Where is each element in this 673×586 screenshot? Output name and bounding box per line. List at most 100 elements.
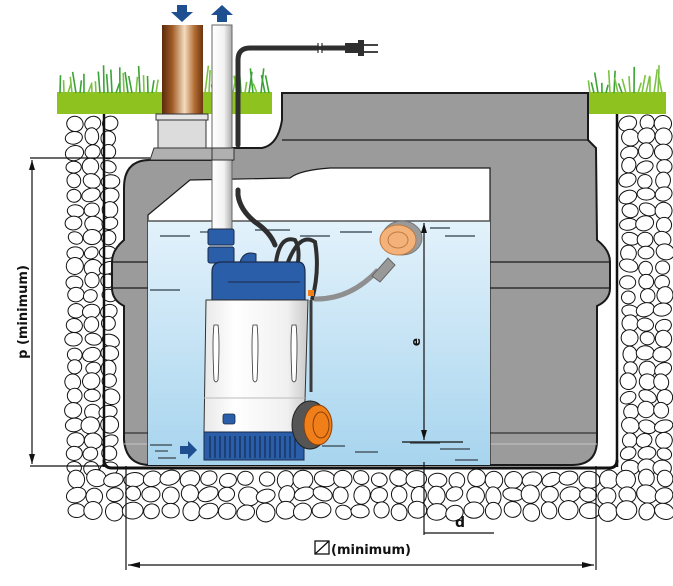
- gravel-stone: [66, 188, 82, 203]
- gravel-stone: [141, 486, 161, 503]
- grass-blade: [71, 71, 77, 94]
- gravel-stone: [123, 472, 145, 488]
- grass-blade: [593, 72, 599, 94]
- gravel-stone: [638, 273, 655, 290]
- grass-blade: [657, 76, 663, 94]
- grass-blade: [105, 74, 109, 94]
- gravel-stone: [619, 275, 637, 290]
- arrow-up-icon: [211, 5, 233, 22]
- gravel-stone: [618, 172, 637, 188]
- pit-floor: [102, 459, 619, 470]
- gravel-stone: [64, 332, 83, 347]
- gravel-stone: [654, 329, 673, 348]
- grass-blade: [605, 84, 609, 94]
- dimension-width: [125, 466, 597, 570]
- gravel-stone: [217, 486, 236, 502]
- grass-blade: [97, 71, 101, 94]
- gravel-stone: [597, 502, 618, 522]
- grass-blade: [249, 68, 254, 94]
- gravel-stone: [579, 502, 601, 520]
- gravel-left: [64, 115, 121, 477]
- gravel-stone: [143, 503, 160, 520]
- grass-blade: [244, 81, 248, 94]
- gravel-stone: [353, 470, 370, 485]
- gravel-stone: [620, 329, 639, 347]
- gravel-stone: [66, 387, 83, 404]
- gravel-stone: [653, 419, 673, 434]
- gravel-stone: [484, 501, 502, 520]
- gravel-stone: [101, 373, 117, 388]
- gravel-stone: [636, 187, 656, 201]
- gravel-stone: [578, 470, 601, 489]
- grass-blade: [124, 71, 129, 94]
- gravel-stone: [65, 317, 83, 334]
- gravel-stone: [200, 470, 218, 486]
- gravel-stone: [83, 388, 101, 402]
- grass-blade: [94, 81, 97, 94]
- gravel-stone: [638, 502, 656, 521]
- pump: [203, 228, 319, 461]
- label-d: d: [455, 515, 465, 531]
- gravel-stone: [463, 501, 485, 519]
- grass-blade: [69, 76, 73, 94]
- gravel-stone: [427, 472, 448, 488]
- gravel-stone: [67, 359, 83, 375]
- plug-icon: [345, 40, 378, 56]
- grass-blade: [590, 82, 595, 94]
- gravel-stone: [101, 216, 119, 231]
- gravel-right: [618, 114, 673, 477]
- gravel-stone: [635, 215, 655, 232]
- gravel-stone: [654, 186, 673, 202]
- grass-blade: [617, 83, 623, 94]
- gravel-stone: [654, 487, 673, 504]
- gravel-stone: [653, 401, 670, 419]
- gravel-stone: [503, 501, 522, 518]
- gravel-stone: [407, 500, 428, 519]
- grass-blade: [587, 80, 591, 94]
- gravel-stone: [350, 504, 370, 519]
- label-e: e: [409, 338, 423, 346]
- gravel-stone: [217, 502, 237, 520]
- gravel-stone: [635, 160, 654, 174]
- grass-blade: [252, 83, 258, 94]
- inlet-pipe: [149, 25, 213, 161]
- grass-blade: [653, 69, 659, 94]
- gravel-stone: [445, 504, 464, 522]
- gravel-stone: [65, 160, 82, 174]
- grass-blade: [127, 75, 133, 94]
- gravel-stone: [619, 372, 637, 390]
- gravel-stone: [311, 502, 332, 519]
- gravel-stone: [656, 447, 673, 461]
- gravel-stone: [467, 468, 487, 488]
- float-switch-upper: [313, 220, 423, 302]
- grass-blade: [208, 70, 211, 94]
- grass-blade: [135, 76, 139, 94]
- gravel-stone: [635, 345, 655, 361]
- gravel-stone: [332, 486, 349, 504]
- grass-blade: [122, 72, 125, 94]
- grass-blade: [79, 80, 83, 94]
- grass-blade: [260, 74, 266, 94]
- gravel-stone: [427, 485, 446, 506]
- gravel-stone: [198, 502, 219, 520]
- gravel-stone: [65, 486, 87, 504]
- grass-blade: [264, 75, 270, 94]
- gravel-stone: [370, 487, 388, 504]
- gravel-stone: [161, 502, 180, 519]
- gravel-stone: [82, 289, 98, 303]
- label-width-minimum: (minimum): [331, 543, 411, 558]
- gravel-stone: [656, 469, 673, 488]
- grass-blade: [621, 78, 627, 94]
- gravel-stone: [83, 501, 103, 520]
- gravel-stone: [615, 500, 638, 521]
- gravel-stone: [67, 503, 86, 519]
- gravel-stone: [64, 402, 83, 419]
- gravel-stone: [655, 243, 673, 261]
- gravel-stone: [579, 487, 598, 503]
- gravel-stone: [333, 469, 353, 489]
- gravel-stone: [84, 271, 100, 289]
- gravel-stone: [504, 471, 523, 489]
- power-cable: [235, 45, 348, 248]
- grass-blade: [607, 70, 611, 94]
- gravel-stone: [540, 485, 559, 504]
